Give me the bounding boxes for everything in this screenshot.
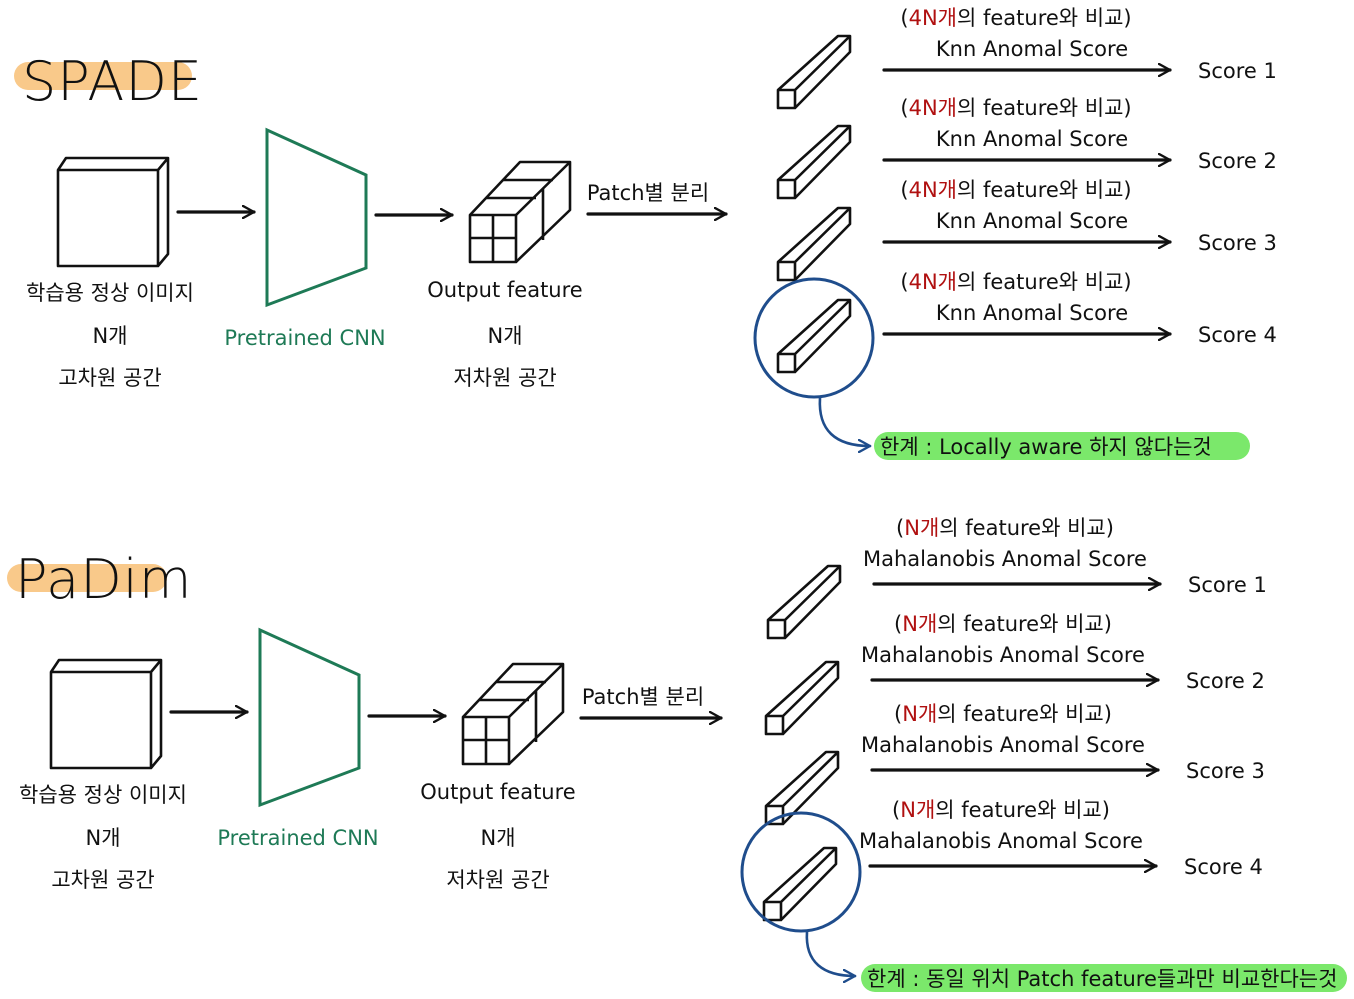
limit-pointer-arrow [805,930,857,976]
highlight-circle [753,277,875,399]
patch-row-1: (N개의 feature와 비교) Mahalanobis Anomal Sco… [766,516,1267,640]
input-image-cube-icon [56,156,170,268]
patch-bar-icon [764,660,840,736]
patch-bar-icon [762,846,838,922]
patch-bar-icon [776,124,852,200]
method-label: Knn Anomal Score [936,301,1128,325]
limit-highlight [861,964,1347,992]
input-label-line3: 고차원 공간 [51,868,154,892]
method-label: Mahalanobis Anomal Score [861,643,1145,667]
input-label-line3: 고차원 공간 [58,366,161,390]
patch-row-3: (4N개의 feature와 비교) Knn Anomal Score Scor… [776,178,1277,282]
patch-bar-icon [776,298,852,374]
score-label: Score 1 [1188,573,1267,597]
patch-row-2: (4N개의 feature와 비교) Knn Anomal Score Scor… [776,96,1277,200]
section-spade: SPADE 학습용 정상 이미지 N개 고차원 공간 Pretrained CN… [14,6,1277,460]
method-label: Knn Anomal Score [936,127,1128,151]
method-label: Knn Anomal Score [936,209,1128,233]
split-label: Patch별 분리 [587,181,709,205]
patch-row-4: (4N개의 feature와 비교) Knn Anomal Score Scor… [776,270,1277,374]
compare-label: (4N개의 feature와 비교) [900,96,1131,120]
method-label: Mahalanobis Anomal Score [859,829,1143,853]
limit-pointer-arrow [818,396,872,446]
output-label-line2: N개 [480,826,515,850]
compare-label: (N개의 feature와 비교) [896,516,1114,540]
method-label: Mahalanobis Anomal Score [863,547,1147,571]
input-label-line2: N개 [92,324,127,348]
input-label-line1: 학습용 정상 이미지 [19,783,187,807]
input-label-line1: 학습용 정상 이미지 [26,281,194,305]
patch-bar-icon [766,564,842,640]
score-label: Score 4 [1184,855,1263,879]
cnn-trapezoid-icon [258,627,361,808]
compare-label: (4N개의 feature와 비교) [900,178,1131,202]
feature-block-icon [461,662,565,766]
patch-row-2: (N개의 feature와 비교) Mahalanobis Anomal Sco… [764,612,1265,736]
method-label: Knn Anomal Score [936,37,1128,61]
patch-bar-icon [764,750,840,826]
patch-row-4: (N개의 feature와 비교) Mahalanobis Anomal Sco… [762,798,1263,922]
limit-highlight [874,432,1250,460]
split-label: Patch별 분리 [582,685,704,709]
output-label-line3: 저차원 공간 [453,366,556,390]
method-label: Mahalanobis Anomal Score [861,733,1145,757]
output-label-line1: Output feature [420,780,575,804]
section-padim: PaDim 학습용 정상 이미지 N개 고차원 공간 Pretrained CN… [7,516,1347,992]
input-image-cube-icon [49,658,163,770]
title-highlight [14,62,192,90]
score-label: Score 2 [1198,149,1277,173]
compare-label: (N개의 feature와 비교) [894,702,1112,726]
title-highlight [7,564,167,592]
cnn-trapezoid-icon [265,127,368,308]
output-label-line3: 저차원 공간 [446,868,549,892]
output-label-line1: Output feature [427,278,582,302]
section-title: SPADE [22,50,203,113]
score-label: Score 1 [1198,59,1277,83]
compare-label: (4N개의 feature와 비교) [900,6,1131,30]
patch-row-1: (4N개의 feature와 비교) Knn Anomal Score Scor… [776,6,1277,110]
limit-label: 한계 : Locally aware 하지 않다는것 [880,435,1212,459]
cnn-label: Pretrained CNN [217,826,378,850]
score-label: Score 3 [1198,231,1277,255]
compare-label: (N개의 feature와 비교) [894,612,1112,636]
limit-label: 한계 : 동일 위치 Patch feature들과만 비교한다는것 [867,967,1337,991]
compare-label: (4N개의 feature와 비교) [900,270,1131,294]
patch-bar-icon [776,34,852,110]
score-label: Score 4 [1198,323,1277,347]
patch-row-3: (N개의 feature와 비교) Mahalanobis Anomal Sco… [764,702,1265,826]
cnn-label: Pretrained CNN [224,326,385,350]
patch-bar-icon [776,206,852,282]
compare-label: (N개의 feature와 비교) [892,798,1110,822]
score-label: Score 2 [1186,669,1265,693]
feature-block-icon [468,160,572,264]
score-label: Score 3 [1186,759,1265,783]
highlight-circle [740,811,862,933]
section-title: PaDim [15,548,192,611]
input-label-line2: N개 [85,826,120,850]
output-label-line2: N개 [487,324,522,348]
